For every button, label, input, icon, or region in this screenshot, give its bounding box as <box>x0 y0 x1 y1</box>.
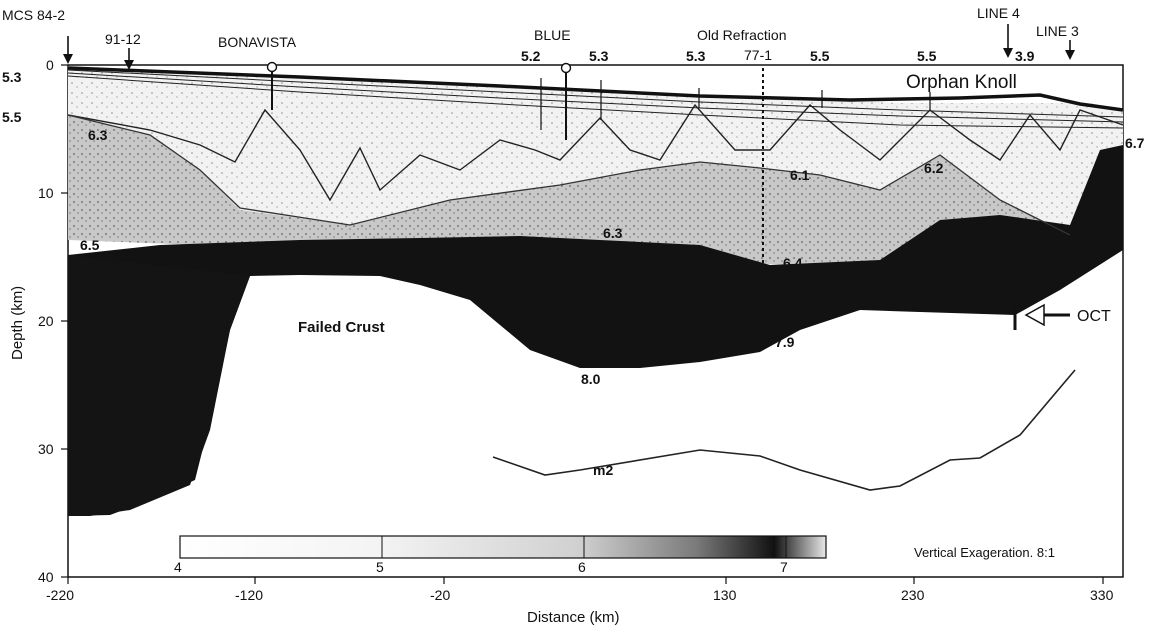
line3-arrow-head-icon <box>1065 50 1075 60</box>
old-refraction-label: Old Refraction <box>697 27 786 43</box>
colorbar-tick: 5 <box>376 559 384 575</box>
x-tick-label: -220 <box>46 587 74 603</box>
x-axis-ticks <box>67 577 1104 584</box>
velocity-label: 6.4 <box>783 255 803 271</box>
orphan-knoll-label: Orphan Knoll <box>906 72 1017 93</box>
x-axis-title: Distance (km) <box>527 609 620 626</box>
bonavista-well-marker <box>266 61 278 73</box>
y-tick-label: 10 <box>38 185 54 201</box>
m2-label: m2 <box>593 462 613 478</box>
horizon-line <box>67 69 1124 118</box>
velocity-label: 3.9 <box>1015 48 1035 64</box>
y-tick-label: 20 <box>38 313 54 329</box>
x-tick-label: -20 <box>430 587 450 603</box>
velocity-label: 6.1 <box>790 167 810 183</box>
velocity-label: 5.5 <box>917 48 937 64</box>
dark-crust-body <box>68 145 1123 516</box>
m2-line <box>492 369 1076 491</box>
blue-well-marker <box>560 62 572 74</box>
velocity-colorbar <box>179 535 827 559</box>
x-tick-label: 230 <box>901 587 925 603</box>
velocity-label: 5.3 <box>2 69 22 85</box>
vertical-exaggeration-label: Vertical Exageration. 8:1 <box>914 545 1055 560</box>
line9112-arrow-head-icon <box>124 60 134 70</box>
horizon-line <box>67 75 1124 129</box>
line771-label: 77-1 <box>744 47 772 63</box>
horizon-line <box>67 72 1124 123</box>
colorbar-tick: 4 <box>174 559 182 575</box>
line4-arrow-head-icon <box>1003 48 1013 58</box>
line3-label: LINE 3 <box>1036 23 1079 39</box>
left-dark-wedge <box>68 255 250 516</box>
velocity-label: 6.3 <box>88 127 108 143</box>
colorbar-tick: 7 <box>780 559 788 575</box>
line9112-label: 91-12 <box>105 31 141 47</box>
y-axis-title: Depth (km) <box>9 286 26 360</box>
failed-crust-label: Failed Crust <box>298 319 385 336</box>
oct-label: OCT <box>1077 308 1111 325</box>
basement-line <box>67 103 1124 202</box>
velocity-label: 6.3 <box>603 225 623 241</box>
seafloor-line <box>67 66 1124 112</box>
velocity-label: 5.3 <box>686 48 706 64</box>
crust-boundary-line <box>67 114 1071 236</box>
y-tick-label: 40 <box>38 569 54 585</box>
y-tick-label: 0 <box>46 57 54 73</box>
x-tick-label: 130 <box>713 587 737 603</box>
x-tick-label: -120 <box>235 587 263 603</box>
mcs-arrow-head-icon <box>63 54 73 64</box>
y-axis-ticks <box>61 64 68 578</box>
velocity-label: 5.2 <box>521 48 541 64</box>
mcs-label: MCS 84-2 <box>2 7 65 23</box>
x-tick-label: 330 <box>1090 587 1114 603</box>
bonavista-label: BONAVISTA <box>218 34 297 50</box>
velocity-label: 8.0 <box>581 371 601 387</box>
mid-crust-layer <box>68 115 1123 265</box>
colorbar-tick: 6 <box>578 559 586 575</box>
velocity-label: 6.2 <box>924 160 944 176</box>
velocity-label: 5.5 <box>2 109 22 125</box>
y-tick-label: 30 <box>38 441 54 457</box>
velocity-label: 7.9 <box>775 334 795 350</box>
velocity-label: 5.3 <box>589 48 609 64</box>
velocity-label: 6.7 <box>1125 135 1145 151</box>
velocity-label: 6.5 <box>80 237 100 253</box>
velocity-label: 5.5 <box>810 48 830 64</box>
line4-label: LINE 4 <box>977 5 1020 21</box>
blue-label: BLUE <box>534 27 571 43</box>
